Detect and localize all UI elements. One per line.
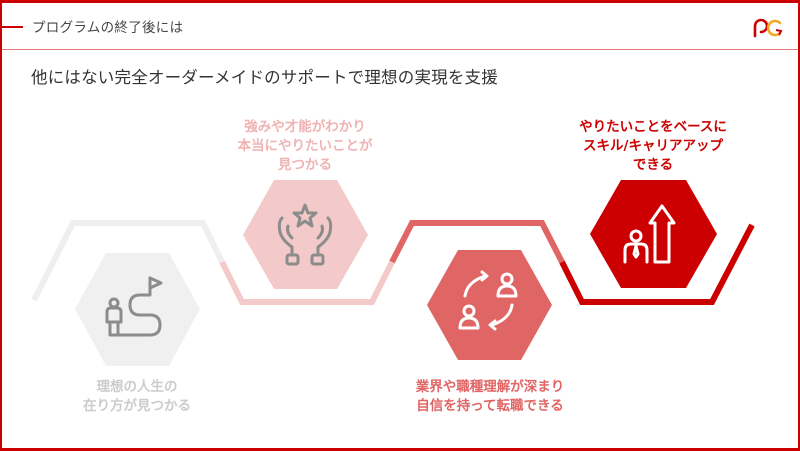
header-title: プログラムの終了後には: [32, 20, 184, 36]
path-segment-1: [31, 220, 225, 302]
header: プログラムの終了後には: [2, 3, 798, 50]
step-3-caption: 業界や職種理解が深まり 自信を持って転職できる: [415, 379, 565, 414]
step-4-hexagon: [590, 180, 717, 288]
step-1-hexagon: [75, 253, 200, 366]
header-accent-tick: [2, 26, 23, 28]
path-segment-3: [389, 220, 565, 264]
hands-star-icon: [277, 203, 333, 266]
person-path-flag-icon: [105, 276, 163, 337]
step-4-caption: やりたいことをベースに スキル/キャリアアップ できる: [579, 119, 727, 173]
pc-logo-icon: [753, 18, 783, 38]
step-1-caption: 理想の人生の 在り方が見つかる: [83, 379, 191, 414]
path-segment-4: [559, 223, 755, 305]
page-subtitle: 他にはない完全オーダーメイドのサポートで理想の実現を支援: [31, 68, 498, 87]
step-2-hexagon: [243, 180, 368, 289]
step-2-caption: 強みや才能がわかり 本当にやりたいことが 見つかる: [237, 119, 373, 173]
step-3-hexagon: [427, 250, 552, 360]
path-segment-2: [219, 260, 395, 305]
people-exchange-icon: [458, 270, 518, 331]
person-arrow-up-icon: [623, 204, 676, 264]
